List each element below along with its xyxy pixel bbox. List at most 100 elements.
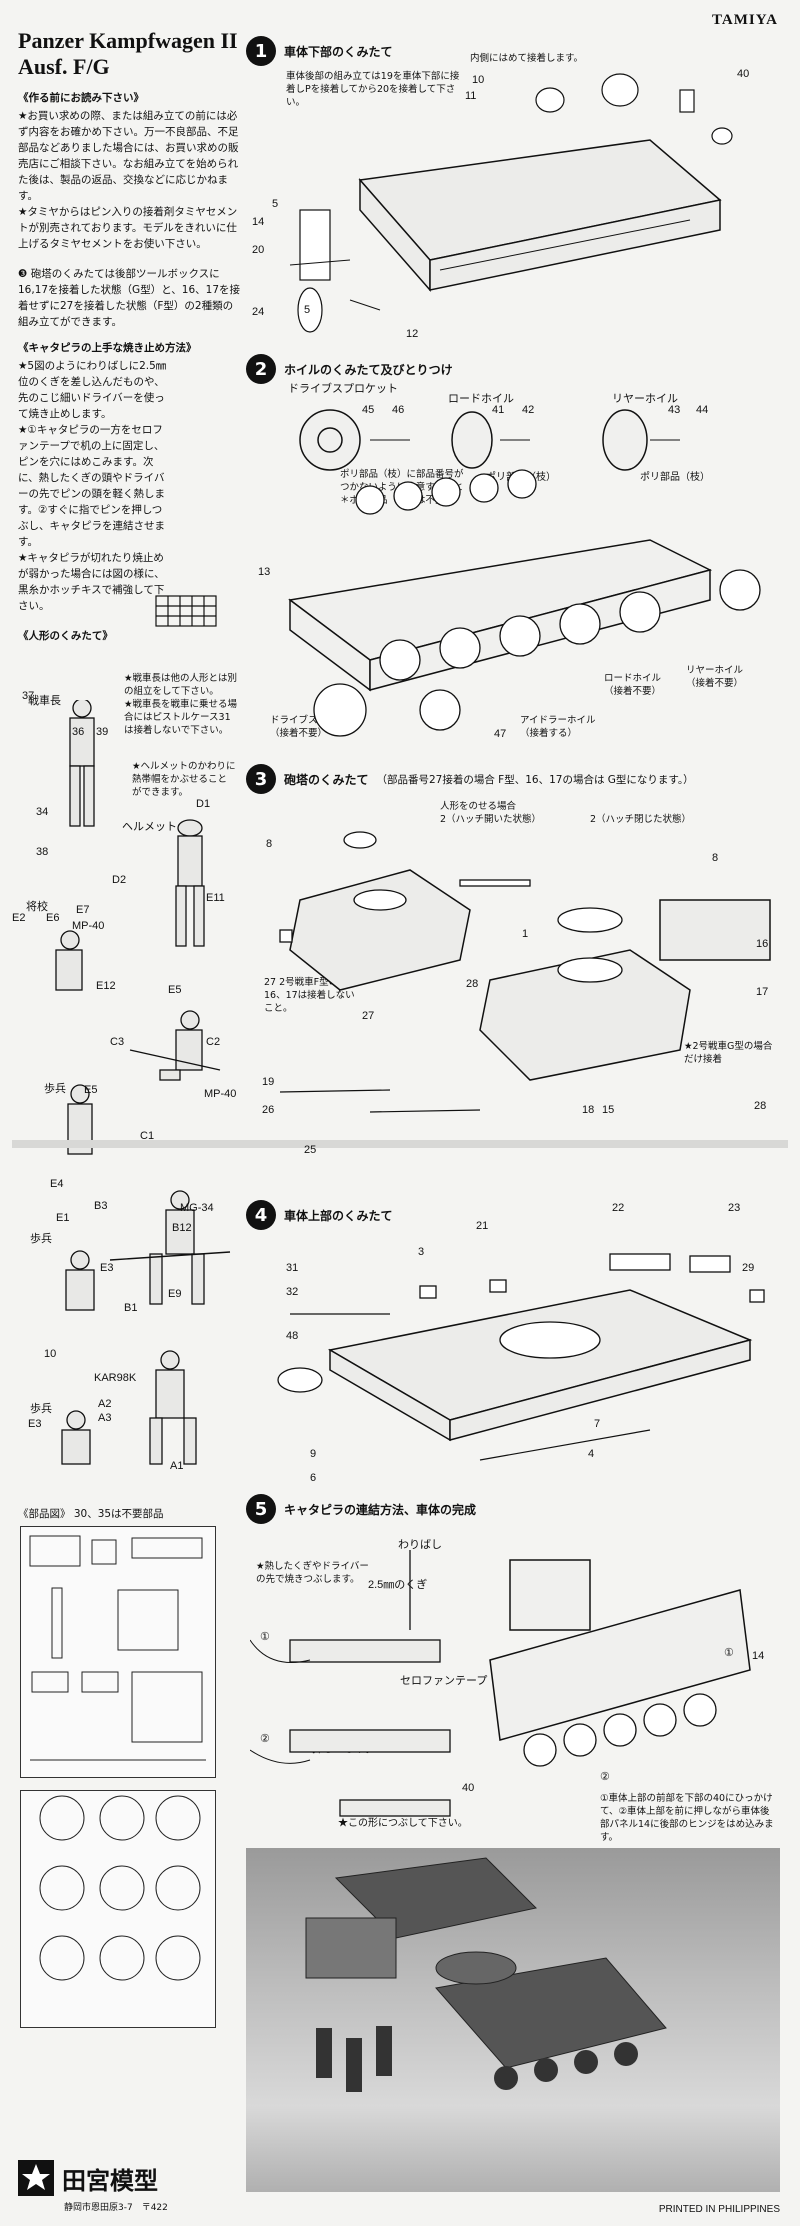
step-3-title-note: （部品番号27接着の場合 F型、16、17の場合は G型になります。） (376, 773, 694, 786)
figure-note-1: ★戦車長は他の人形とは別の組立をして下さい。 ★戦車長を戦車に乗せる場合にはピス… (124, 673, 238, 736)
figure-part-label: E1 (56, 1212, 70, 1224)
step-4-callout: 4 (588, 1448, 595, 1460)
label-infantry-1: 歩兵 (44, 1083, 66, 1095)
step-1-callout: 12 (406, 328, 419, 340)
intro-text: ★お買い求めの際、または組み立ての前には必ず内容をお確かめ下さい。万一不良部品、… (18, 110, 239, 250)
step-2-road-wheel: ロードホイル (448, 393, 514, 405)
step-2-callout: 46 (392, 404, 405, 416)
step-1-callout: 14 (252, 216, 265, 228)
step-2-poly2: ポリ部品（枝） (640, 472, 710, 483)
step-2-drive-sprocket: ドライブスプロケット (288, 383, 398, 395)
figure-part-label: B12 (172, 1222, 192, 1234)
figure-part-label: E9 (168, 1288, 182, 1300)
intro-heading: 《作る前にお読み下さい》 (18, 92, 144, 104)
step-5-callout: ① (724, 1647, 734, 1659)
step-4-callout: 22 (612, 1202, 625, 1214)
step-3-callout: 8 (266, 838, 273, 850)
step-4-number: 4 (246, 1200, 276, 1230)
step-3: 3 砲塔のくみたて （部品番号27接着の場合 F型、16、17の場合は G型にな… (246, 764, 780, 794)
step-2-callout: 45 (362, 404, 375, 416)
figure-part-label: KAR98K (94, 1372, 137, 1384)
figure-part-label: A3 (98, 1412, 112, 1424)
step-5-result: ★この形につぶして下さい。 (338, 1818, 468, 1829)
step-3-turret-drawing (279, 831, 771, 1113)
printed-in: PRINTED IN PHILIPPINES (658, 2204, 780, 2215)
step-5-chopstick: わりばし (398, 1539, 442, 1551)
figure-part-label: A2 (98, 1398, 112, 1410)
label-helmet: ヘルメット (122, 821, 177, 833)
step-5-callout: ② (600, 1771, 610, 1783)
figure-part-label: E11 (206, 892, 225, 904)
step-1-note2: 内側にはめて接着します。 (470, 53, 584, 64)
step-2-callout: 44 (696, 404, 709, 416)
turret-note: ❸ 砲塔のくみたては後部ツールボックスに16,17を接着した状態（G型）と、16… (18, 268, 240, 328)
step-1-title: 車体下部のくみたて (284, 44, 393, 59)
step-3-note-g: ★2号戦車G型の場合だけ接着 (684, 1041, 773, 1065)
step-2-callout: 41 (492, 404, 505, 416)
model-title-line2: Ausf. F/G (18, 54, 110, 79)
model-photo-image (305, 1857, 667, 2092)
brand-japanese: 田宮模型 (62, 2166, 158, 2195)
step-1-callout: 5 (272, 198, 279, 210)
step-1: 1 車体下部のくみたて (246, 36, 780, 66)
step-4-callout: 21 (476, 1220, 489, 1232)
step-1-note: 車体後部の組み立ては19を車体下部に接着しPを接着してから20を接着して下さい。 (286, 71, 460, 108)
step-4-callout: 32 (286, 1286, 299, 1298)
step-5-callout: ① (260, 1631, 270, 1643)
step-3-number: 3 (246, 764, 276, 794)
figure-part-label: 10 (44, 1348, 57, 1360)
figure-part-label: E4 (50, 1178, 64, 1190)
label-infantry-3: 歩兵 (30, 1403, 52, 1415)
figure-part-label: B1 (124, 1302, 138, 1314)
figure-part-label: E7 (76, 904, 90, 916)
tamiya-star-icon (18, 2160, 54, 2196)
step-4-title: 車体上部のくみたて (284, 1208, 393, 1223)
step-3-callout: 27 (362, 1010, 375, 1022)
step-3-callout: 8 (712, 852, 719, 864)
step-2: 2 ホイルのくみたて及びとりつけ (246, 354, 780, 384)
figure-part-label: 34 (36, 806, 49, 818)
address: 静岡市恩田原3-7 〒422 (64, 2203, 168, 2213)
step-3-title: 砲塔のくみたて (284, 772, 369, 787)
step-2-callout: 43 (668, 404, 681, 416)
figure-note-2: ★ヘルメットのかわりに熱帯帽をかぶせることができます。 (132, 761, 236, 798)
figure-part-label: C1 (140, 1130, 155, 1142)
step-3-callout: 26 (262, 1104, 275, 1116)
step-2-callout: 42 (522, 404, 535, 416)
figure-part-label: MP-40 (72, 920, 105, 932)
label-commander: 戦車長 (28, 695, 61, 707)
figure-part-label: D2 (112, 874, 127, 886)
step-5-tape: セロファンテープ (400, 1675, 488, 1687)
figure-part-label: A1 (170, 1460, 184, 1472)
step-4-callout: 23 (728, 1202, 741, 1214)
step-1-hull-drawing (289, 73, 733, 333)
step-5: 5 キャタピラの連結方法、車体の完成 (246, 1494, 780, 1524)
figure-part-label: E5 (168, 984, 182, 996)
step-2-idler-label: アイドラーホイル （接着する） (520, 715, 596, 739)
step-3-note-f: 27 2号戦車F型の場合16、17は接着しないこと。 (264, 977, 358, 1014)
step-1-callout: 5 (304, 304, 311, 316)
step-4-callout: 3 (418, 1246, 425, 1258)
label-officer: 将校 (26, 901, 48, 913)
step-3-callout: 18 (582, 1104, 595, 1116)
step-3-hatch-open: 人形をのせる場合 2（ハッチ開いた状態） (440, 801, 542, 825)
step-5-title: キャタピラの連結方法、車体の完成 (284, 1502, 477, 1517)
step-3-callout: 15 (602, 1104, 615, 1116)
figure-part-label: MG-34 (180, 1202, 214, 1214)
figure-part-label: E12 (96, 980, 116, 992)
track-text: ★5図のようにわりばしに2.5㎜位のくぎを差し込んだものや、先のこじ細いドライバ… (18, 360, 167, 612)
step-5-note1: ★熱したくぎやドライバーの先で焼きつぶします。 (256, 1561, 369, 1585)
step-3-callout: 1 (522, 928, 529, 940)
parts-drawing (29, 1535, 206, 1981)
step-2-callout: 13 (258, 566, 271, 578)
step-1-callout: 20 (252, 244, 265, 256)
footer-logo: 田宮模型 (18, 2160, 158, 2196)
figure-part-label: 38 (36, 846, 49, 858)
step-5-callout: ② (260, 1733, 270, 1745)
step-2-callout: 47 (494, 728, 507, 740)
step-4-callout: 9 (310, 1448, 317, 1460)
track-heading: 《キャタピラの上手な焼き止め方法》 (18, 342, 197, 354)
left-column: Panzer Kampfwagen II Ausf. F/G 《作る前にお読み下… (18, 28, 240, 644)
step-4-callout: 31 (286, 1262, 299, 1274)
